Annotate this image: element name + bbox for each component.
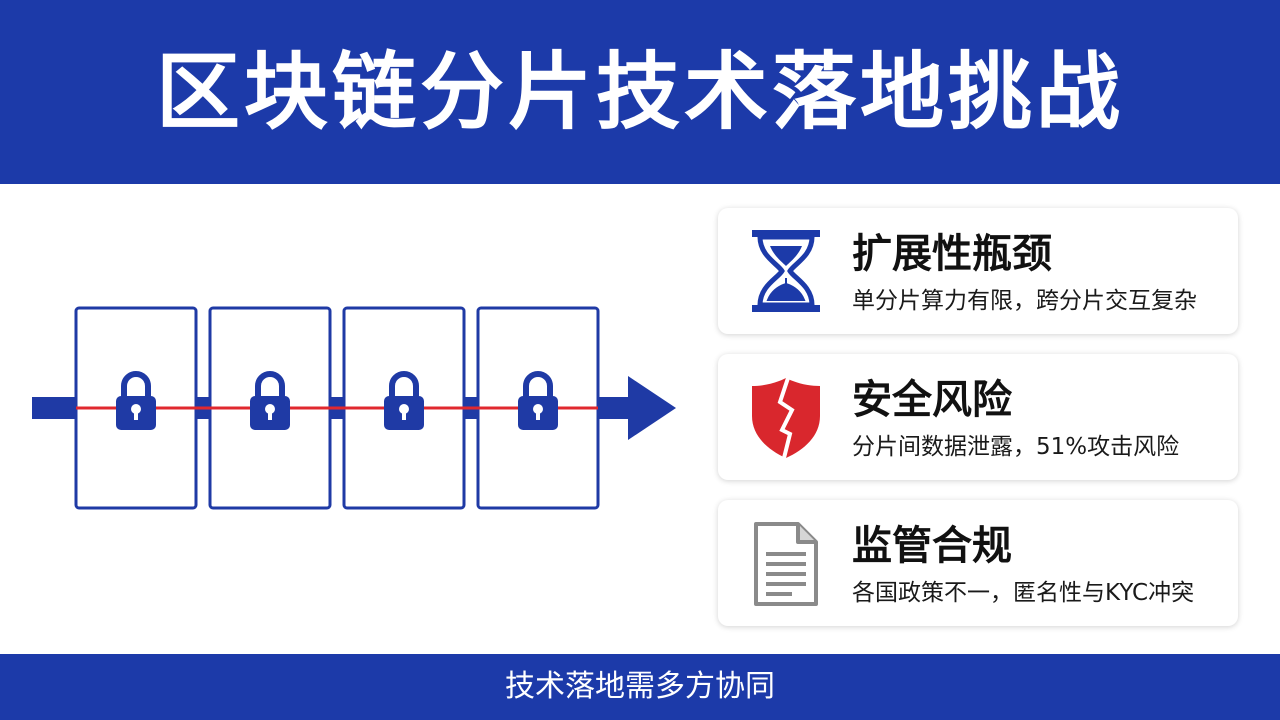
padlock-icon	[518, 371, 558, 430]
padlock-icon	[116, 371, 156, 430]
challenge-title: 扩展性瓶颈	[852, 231, 1052, 277]
challenge-card-scalability: 扩展性瓶颈 单分片算力有限，跨分片交互复杂	[718, 208, 1238, 334]
padlock-icon	[250, 371, 290, 430]
challenge-description: 分片间数据泄露，51%攻击风险	[852, 434, 1180, 460]
challenge-card-compliance: 监管合规 各国政策不一，匿名性与KYC冲突	[718, 500, 1238, 626]
challenge-description: 各国政策不一，匿名性与KYC冲突	[852, 580, 1195, 606]
padlock-icon	[384, 371, 424, 430]
arrow-right-icon	[628, 376, 676, 440]
challenge-card-security: 安全风险 分片间数据泄露，51%攻击风险	[718, 354, 1238, 480]
challenge-description: 单分片算力有限，跨分片交互复杂	[852, 288, 1197, 314]
document-icon	[746, 518, 826, 608]
footer-caption: 技术落地需多方协同	[505, 669, 775, 704]
page-title: 区块链分片技术落地挑战	[155, 43, 1124, 141]
challenge-title: 安全风险	[852, 377, 1012, 423]
broken-shield-icon	[746, 372, 826, 462]
footer-banner: 技术落地需多方协同	[0, 654, 1280, 720]
header-banner: 区块链分片技术落地挑战	[0, 0, 1280, 184]
hourglass-icon	[746, 226, 826, 316]
shard-diagram	[0, 184, 700, 654]
challenge-title: 监管合规	[852, 523, 1012, 569]
shard-chain-illustration	[32, 306, 676, 510]
